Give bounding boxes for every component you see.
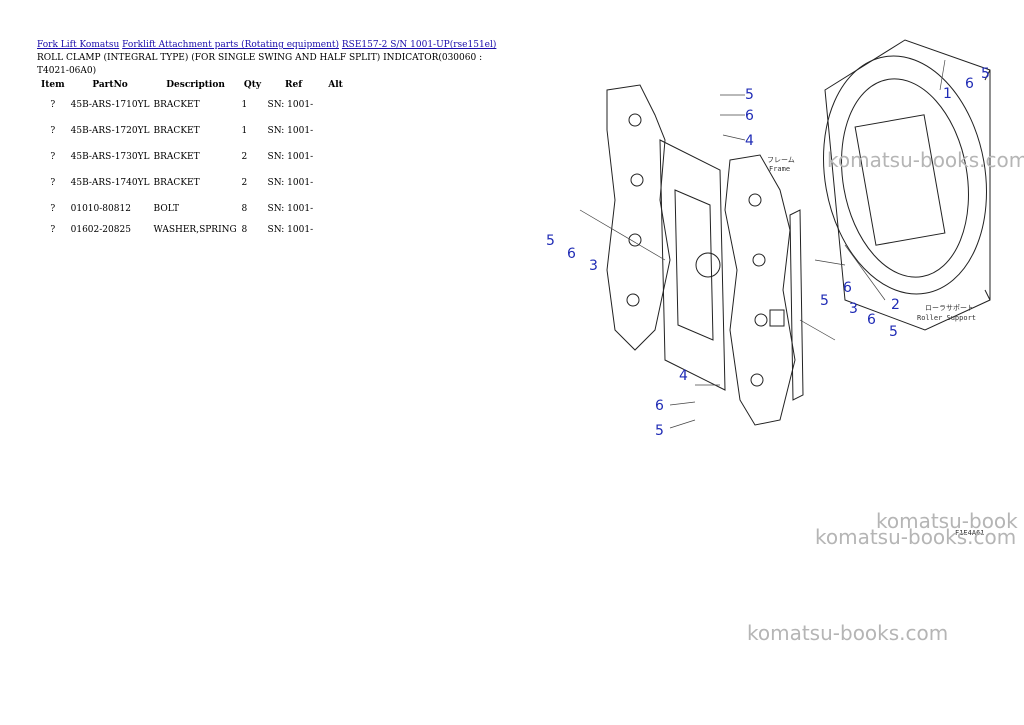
cell-alt: [322, 170, 350, 196]
cell-qty: 8: [241, 204, 248, 214]
cell-qty: 8: [241, 225, 248, 235]
cell-ref: SN: 1001-: [267, 225, 314, 235]
header-item: Item: [41, 80, 65, 90]
cell-partno: 01602-20825: [70, 225, 131, 235]
header-alt: Alt: [328, 80, 343, 90]
cell-partno: 45B-ARS-1730YL: [70, 152, 150, 162]
callout-label: 2: [891, 297, 900, 313]
page-header: Fork Lift Komatsu Forklift Attachment pa…: [37, 39, 507, 78]
callout-label: 5: [820, 293, 829, 309]
cell-alt: [322, 118, 350, 144]
callout-label: 3: [849, 301, 858, 317]
cell-partno: 45B-ARS-1740YL: [70, 178, 150, 188]
callout-label: 5: [655, 423, 664, 439]
frame-plate: [659, 139, 726, 391]
watermark: komatsu-book: [876, 509, 1018, 533]
callout-label: 5: [745, 87, 754, 103]
callout-label: 6: [867, 312, 876, 328]
cell-alt: [322, 196, 350, 222]
cell-ref: SN: 1001-: [267, 100, 314, 110]
callout-label: 6: [965, 76, 974, 92]
cell-item: ?: [50, 225, 56, 235]
cell-qty: 2: [241, 152, 248, 162]
callout-label: 6: [567, 246, 576, 262]
table-row: ? 45B-ARS-1720YL BRACKET 1 SN: 1001-: [37, 118, 350, 144]
cell-partno: 45B-ARS-1720YL: [70, 126, 150, 136]
table-row: ? 01010-80812 BOLT 8 SN: 1001-: [37, 196, 350, 222]
table-header-row: Item PartNo Description Qty Ref Alt: [37, 78, 350, 92]
table-row: ? 45B-ARS-1740YL BRACKET 2 SN: 1001-: [37, 170, 350, 196]
cell-description: BRACKET: [153, 100, 200, 110]
watermark: komatsu-books.com: [747, 621, 949, 645]
cell-ref: SN: 1001-: [267, 204, 314, 214]
callout-label: 3: [589, 258, 598, 274]
callout-label: 6: [655, 398, 664, 414]
leader-lines: [579, 59, 946, 429]
bracket-plate-back: [606, 84, 671, 351]
cell-alt: [322, 222, 350, 238]
callout-label: 4: [679, 368, 688, 384]
label-frame: Frame: [769, 165, 790, 173]
cell-qty: 2: [241, 178, 248, 188]
cell-item: ?: [50, 126, 56, 136]
cell-description: BRACKET: [153, 126, 200, 136]
bracket-plate-front: [724, 154, 796, 426]
cell-item: ?: [50, 204, 56, 214]
breadcrumb-link-fork-lift-komatsu[interactable]: Fork Lift Komatsu: [37, 40, 120, 50]
callout-label: 5: [546, 233, 555, 249]
cell-description: BRACKET: [153, 152, 200, 162]
watermark: komatsu-books.com: [827, 148, 1024, 172]
diagram-labels: フレーム Frame ローラサポート Roller Support F1E4A6…: [767, 156, 985, 537]
diagram-code: F1E4A61: [955, 529, 985, 537]
parts-diagram: 5 6 4 1 6 5 5 6 3 5 6 2 3 6 5 4 6 5 フレーム…: [546, 39, 991, 537]
cell-ref: SN: 1001-: [267, 126, 314, 136]
cell-qty: 1: [241, 126, 248, 136]
cell-ref: SN: 1001-: [267, 152, 314, 162]
cell-alt: [322, 144, 350, 170]
callout-numbers: 5 6 4 1 6 5 5 6 3 5 6 2 3 6 5 4 6 5: [546, 66, 990, 439]
callout-label: 5: [889, 324, 898, 340]
breadcrumb: Fork Lift Komatsu Forklift Attachment pa…: [37, 39, 507, 52]
cell-description: BOLT: [153, 204, 179, 214]
cell-description: WASHER,SPRING: [153, 225, 237, 235]
header-ref: Ref: [285, 80, 303, 90]
cell-partno: 45B-ARS-1710YL: [70, 100, 150, 110]
table-row: ? 45B-ARS-1710YL BRACKET 1 SN: 1001-: [37, 92, 350, 118]
header-description: Description: [166, 80, 225, 90]
cell-description: BRACKET: [153, 178, 200, 188]
callout-label: 6: [843, 280, 852, 296]
header-qty: Qty: [243, 80, 262, 90]
callout-label: 6: [745, 108, 754, 124]
label-frame-jp: フレーム: [767, 156, 795, 164]
breadcrumb-link-forklift-attachment-parts[interactable]: Forklift Attachment parts (Rotating equi…: [122, 40, 340, 50]
parts-table: Item PartNo Description Qty Ref Alt ? 45…: [37, 78, 350, 238]
roller-support-drawing: [823, 39, 991, 331]
table-row: ? 01602-20825 WASHER,SPRING 8 SN: 1001-: [37, 222, 350, 238]
cell-item: ?: [50, 100, 56, 110]
page-title: ROLL CLAMP (INTEGRAL TYPE) (FOR SINGLE S…: [37, 53, 483, 76]
callout-label: 4: [745, 133, 754, 149]
callout-label: 1: [943, 86, 952, 102]
indicator-bar: [769, 209, 804, 401]
label-roller-support-jp: ローラサポート: [925, 304, 974, 312]
cell-item: ?: [50, 152, 56, 162]
table-row: ? 45B-ARS-1730YL BRACKET 2 SN: 1001-: [37, 144, 350, 170]
callout-label: 5: [981, 66, 990, 82]
header-partno: PartNo: [92, 80, 128, 90]
breadcrumb-link-model[interactable]: RSE157-2 S/N 1001-UP(rse151el): [341, 40, 497, 50]
label-roller-support: Roller Support: [917, 314, 976, 322]
cell-alt: [322, 92, 350, 118]
cell-ref: SN: 1001-: [267, 178, 314, 188]
cell-item: ?: [50, 178, 56, 188]
cell-qty: 1: [241, 100, 248, 110]
watermark: komatsu-books.com: [815, 525, 1017, 549]
cell-partno: 01010-80812: [70, 204, 131, 214]
